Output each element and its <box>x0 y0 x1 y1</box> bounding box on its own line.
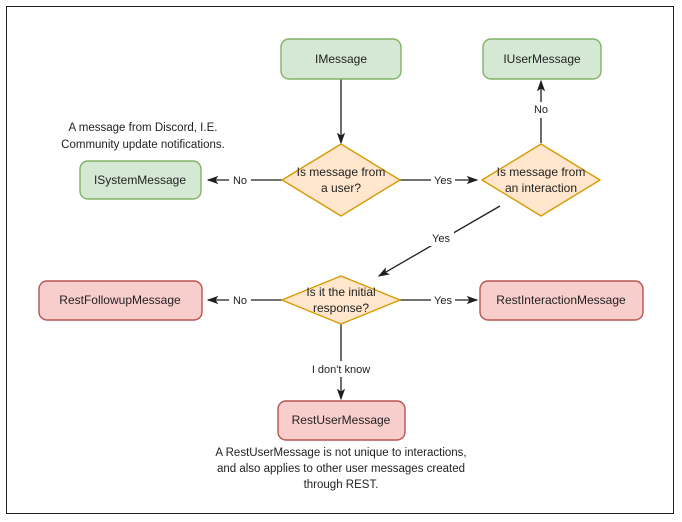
edge-label-no-followup: No <box>233 295 247 307</box>
node-isystemmessage[interactable]: ISystemMessage <box>79 160 202 200</box>
node-iusermessage-label: IUserMessage <box>503 52 581 66</box>
edge-label-no-usermessage: No <box>534 104 548 116</box>
node-decision-user-label-line1: Is message from <box>297 165 386 179</box>
note-system-message: A message from Discord, I.E. Community u… <box>61 122 225 151</box>
node-restinteractionmessage[interactable]: RestInteractionMessage <box>479 280 644 321</box>
edge-decision-interaction-no: No <box>530 79 552 143</box>
note-system-message-line2: Community update notifications. <box>61 139 225 151</box>
node-restinteractionmessage-label: RestInteractionMessage <box>496 293 626 307</box>
edge-decision-initial-yes: Yes <box>400 292 479 308</box>
node-restfollowupmessage[interactable]: RestFollowupMessage <box>38 280 203 321</box>
edge-decision-initial-unknown: I don't know <box>303 324 379 401</box>
node-decision-initial-label-line2: response? <box>313 301 369 315</box>
node-imessage-label: IMessage <box>315 52 367 66</box>
node-decision-is-message-from-interaction[interactable]: Is message from an interaction <box>481 143 601 217</box>
edge-label-yes-initial: Yes <box>432 233 450 245</box>
edge-decision-interaction-yes: Yes <box>377 205 501 277</box>
node-decision-is-message-from-user[interactable]: Is message from a user? <box>281 143 401 217</box>
edge-label-no-system: No <box>233 175 247 187</box>
node-restfollowupmessage-label: RestFollowupMessage <box>59 293 181 307</box>
note-restusermessage: A RestUserMessage is not unique to inter… <box>215 447 466 491</box>
node-decision-initial-label-line1: Is it the initial <box>306 285 375 299</box>
edge-label-yes-interaction: Yes <box>434 175 452 187</box>
note-restusermessage-line2: and also applies to other user messages … <box>217 463 465 475</box>
node-iusermessage[interactable]: IUserMessage <box>482 38 602 80</box>
node-decision-is-initial-response[interactable]: Is it the initial response? <box>281 275 401 325</box>
edge-decision-initial-no: No <box>206 292 283 308</box>
node-decision-user-label-line2: a user? <box>321 181 361 195</box>
edge-label-yes-restinteraction: Yes <box>434 295 452 307</box>
edge-label-i-dont-know: I don't know <box>312 364 370 376</box>
node-decision-interaction-label-line1: Is message from <box>497 165 586 179</box>
node-imessage[interactable]: IMessage <box>280 38 402 80</box>
note-restusermessage-line1: A RestUserMessage is not unique to inter… <box>215 447 466 459</box>
node-decision-interaction-label-line2: an interaction <box>505 181 577 195</box>
note-restusermessage-line3: through REST. <box>304 479 379 491</box>
node-restusermessage-label: RestUserMessage <box>292 413 391 427</box>
edge-decision-user-yes: Yes <box>400 172 479 188</box>
node-restusermessage[interactable]: RestUserMessage <box>277 400 406 441</box>
edge-decision-user-no: No <box>206 172 283 188</box>
node-isystemmessage-label: ISystemMessage <box>94 173 186 187</box>
note-system-message-line1: A message from Discord, I.E. <box>69 122 218 134</box>
